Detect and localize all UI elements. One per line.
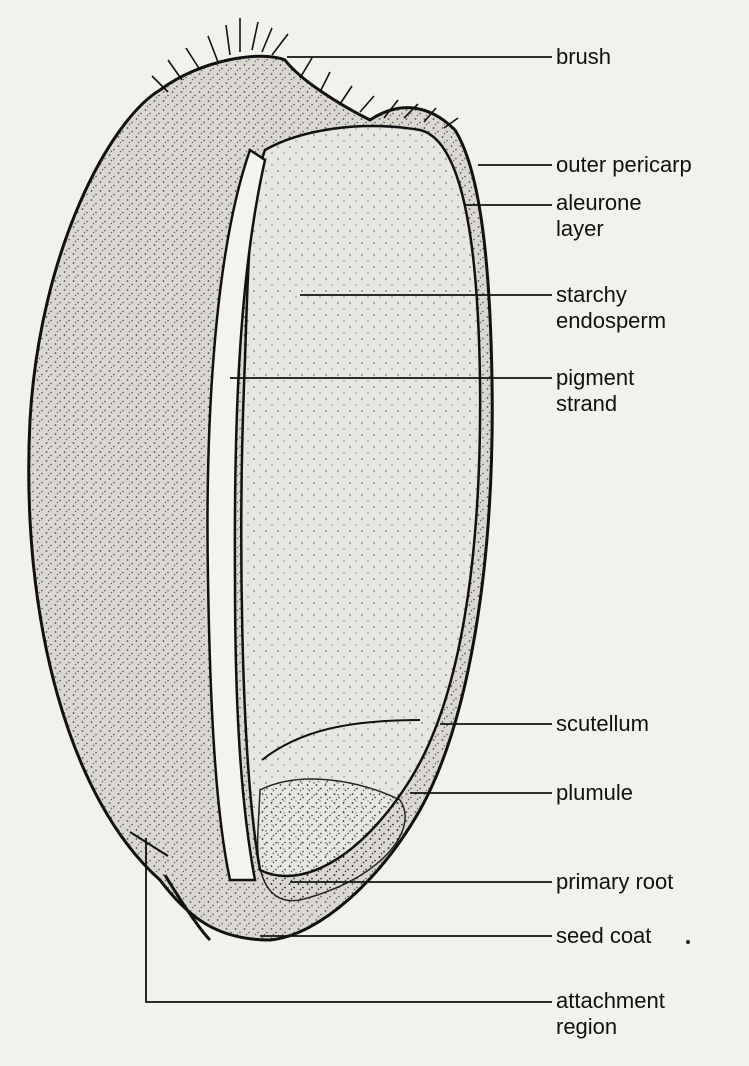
label-plumule: plumule — [556, 780, 633, 806]
label-brush: brush — [556, 44, 611, 70]
label-attachment-region: attachment region — [556, 988, 665, 1040]
label-seed-coat: seed coat — [556, 923, 651, 949]
label-pigment-strand: pigment strand — [556, 365, 634, 417]
stray-mark — [686, 940, 690, 944]
label-primary-root: primary root — [556, 869, 673, 895]
label-aleurone-layer: aleurone layer — [556, 190, 642, 242]
label-starchy-endosperm: starchy endosperm — [556, 282, 666, 334]
label-scutellum: scutellum — [556, 711, 649, 737]
label-outer-pericarp: outer pericarp — [556, 152, 692, 178]
